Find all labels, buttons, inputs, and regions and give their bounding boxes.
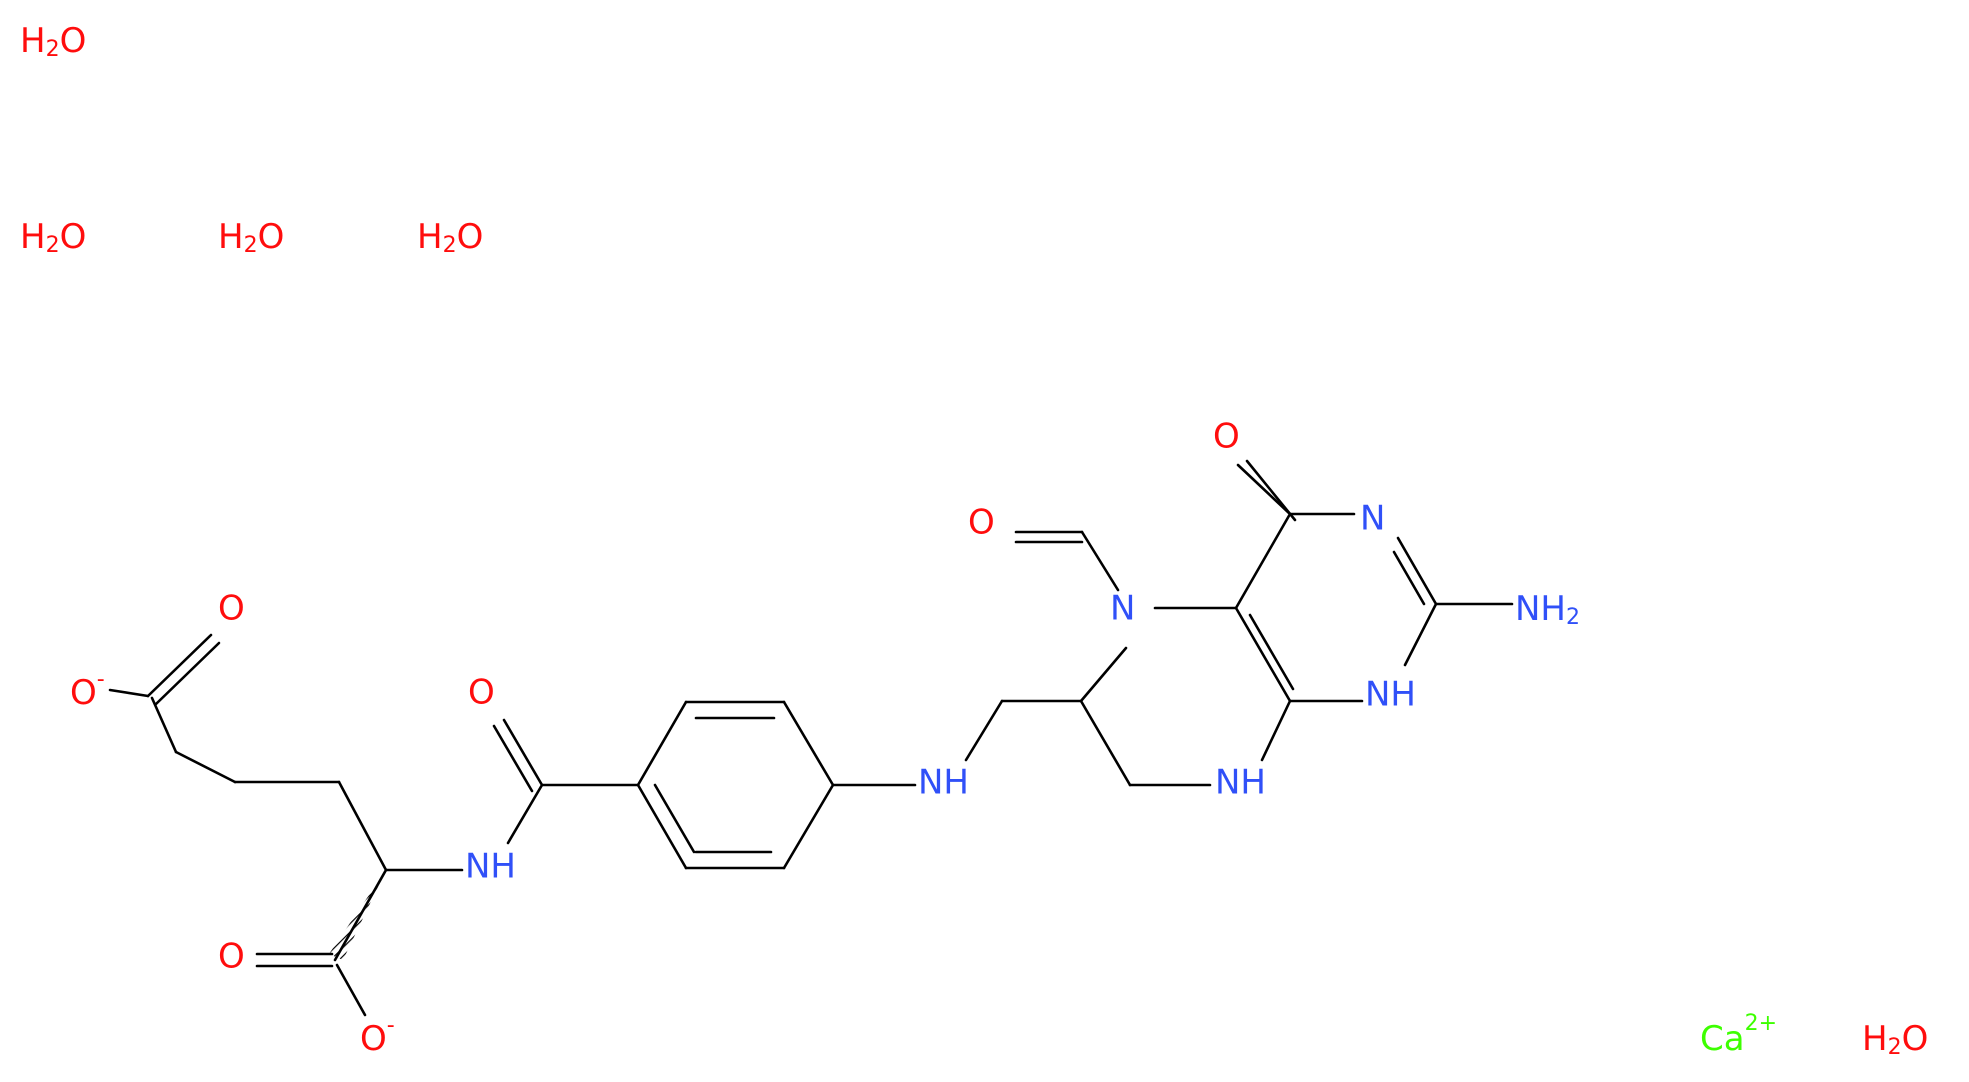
atom-o-carbonyl-bottom: O [218, 937, 245, 977]
stereo-hash-bond [329, 870, 386, 960]
water-2: H2O [20, 217, 86, 259]
bond-lines [108, 459, 1514, 1017]
atom-o-carbonyl-top: O [218, 589, 245, 629]
atom-nh-amide: NH [465, 847, 516, 887]
atom-labels: H2O H2O H2O H2O H2O Ca2+ O- O O NH O O- … [20, 21, 1928, 1061]
water-3: H2O [218, 217, 284, 259]
atom-n3: N [1360, 499, 1385, 539]
atom-o-amide: O [468, 673, 495, 713]
atom-o-formyl: O [968, 503, 995, 543]
atom-o-ring: O [1213, 417, 1240, 457]
atom-o-carboxylate-top: O- [70, 667, 105, 713]
water-5: H2O [1862, 1019, 1928, 1061]
atom-nh8: NH [1215, 763, 1266, 803]
atom-nh2: NH2 [1515, 589, 1580, 631]
atom-n5: N [1110, 589, 1135, 629]
atom-nh1: NH [1365, 675, 1416, 715]
water-1: H2O [20, 21, 86, 63]
atom-o-carboxylate-bottom: O- [360, 1013, 395, 1059]
water-4: H2O [417, 217, 483, 259]
calcium-ion: Ca2+ [1700, 1011, 1777, 1059]
atom-nh-aniline: NH [918, 763, 969, 803]
